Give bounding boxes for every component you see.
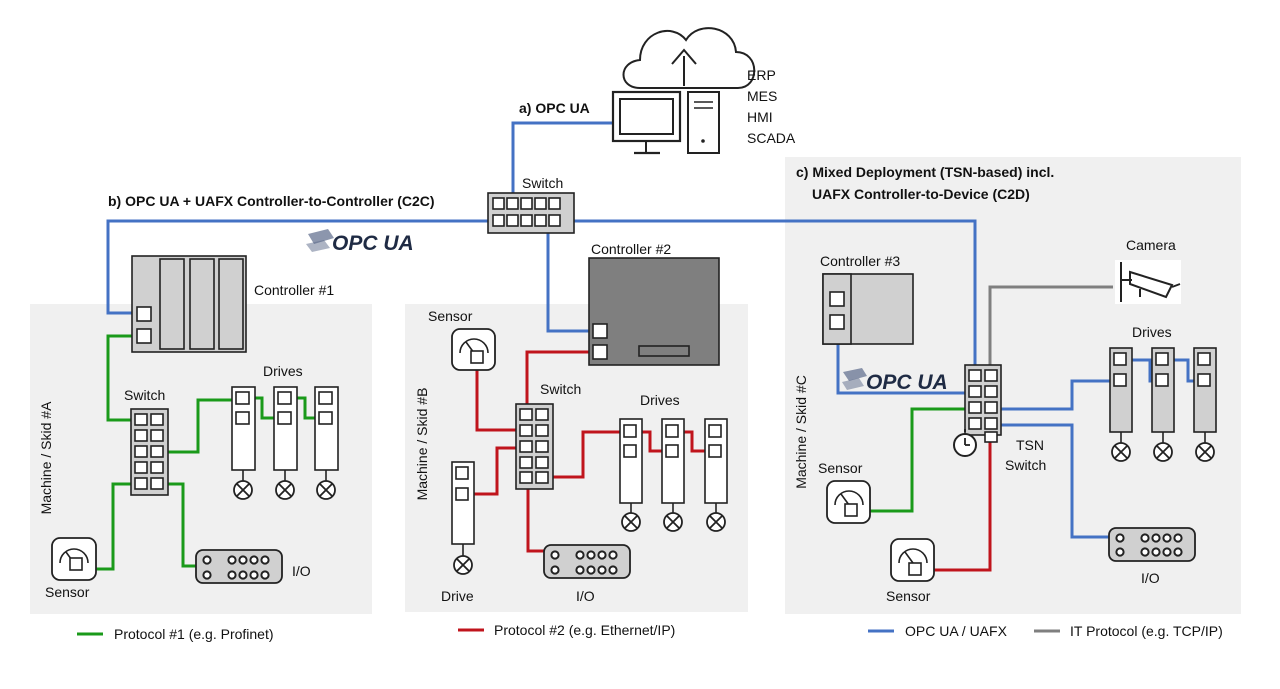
monitor-icon [611, 90, 682, 155]
controller-1-label: Controller #1 [254, 282, 334, 298]
controller-1 [131, 255, 247, 353]
switch-b-label: Switch [540, 381, 581, 397]
skid-c-label: Machine / Skid #C [793, 375, 809, 489]
sensor-gauge-icon-c2 [890, 538, 935, 582]
skid-a-label: Machine / Skid #A [38, 401, 54, 514]
sensor-gauge-icon-b [451, 328, 496, 371]
legend-it: IT Protocol (e.g. TCP/IP) [1070, 623, 1223, 639]
p1-link-io [165, 482, 197, 568]
io-a-label: I/O [292, 563, 311, 579]
tsn-switch-label-2: Switch [1005, 457, 1046, 473]
drives-b-label: Drives [640, 392, 680, 408]
camera-icon [1115, 260, 1181, 304]
opcua-logo-top: OPC UA [306, 229, 414, 255]
system-scada: SCADA [747, 130, 796, 146]
switch-b [515, 403, 554, 490]
skid-b-label: Machine / Skid #B [414, 388, 430, 501]
system-mes: MES [747, 88, 777, 104]
io-module-a [195, 549, 283, 584]
sensor-gauge-icon-a [51, 537, 97, 581]
p1-link-switch-drives [165, 398, 240, 454]
drive-b-single [451, 461, 475, 575]
p2-link-sensor [475, 356, 519, 432]
svg-text:OPC UA: OPC UA [866, 371, 948, 394]
sensor-gauge-icon-c1 [826, 480, 871, 524]
sensor-c2-label: Sensor [886, 588, 931, 604]
controller-3 [822, 273, 914, 345]
clock-icon [953, 429, 977, 457]
p2-link-drives [549, 430, 624, 479]
cloud-icon [622, 27, 756, 89]
p1-link-sensor-c [858, 407, 968, 513]
drive-a-1 [231, 386, 256, 500]
opcua-link-cloud [511, 121, 613, 196]
drive-a-3 [314, 386, 339, 500]
drive-b-3 [704, 418, 728, 532]
controller-2 [588, 257, 720, 366]
drive-b-label: Drive [441, 588, 474, 604]
drive-a-2 [273, 386, 298, 500]
p2-link-sensor-c [921, 439, 992, 572]
camera-label: Camera [1126, 237, 1176, 253]
label-c-subtitle: UAFX Controller-to-Device (C2D) [812, 186, 1030, 202]
p2-link-io [526, 480, 545, 553]
drive-c-2 [1151, 347, 1175, 462]
it-link-camera [988, 285, 1113, 368]
switch-a-label: Switch [124, 387, 165, 403]
io-module-c [1108, 527, 1196, 562]
p1-link-sensor [96, 482, 134, 571]
switch-a [130, 408, 169, 496]
opcua-link-controller1 [106, 219, 490, 315]
label-a-opcua: a) OPC UA [519, 100, 590, 116]
legend: Protocol #1 (e.g. Profinet) Protocol #2 … [77, 622, 1223, 642]
tsn-switch-label-1: TSN [1016, 437, 1044, 453]
opcua-link-tsn [572, 219, 977, 368]
sensor-c1-label: Sensor [818, 460, 863, 476]
io-b-label: I/O [576, 588, 595, 604]
svg-text:OPC UA: OPC UA [332, 232, 414, 255]
p1-link-controller-switch [106, 334, 137, 422]
io-module-b [543, 544, 631, 579]
drive-b-2 [661, 418, 685, 532]
opcua-link-controller2 [546, 232, 593, 333]
controller-2-label: Controller #2 [591, 241, 671, 257]
server-tower-icon [687, 91, 720, 154]
opcua-link-io [998, 423, 1115, 539]
top-switch [487, 192, 575, 234]
label-b-c2c: b) OPC UA + UAFX Controller-to-Controlle… [108, 193, 435, 209]
sensor-a-label: Sensor [45, 584, 90, 600]
system-erp: ERP [747, 67, 776, 83]
drive-c-3 [1193, 347, 1217, 462]
opcua-link-drives [998, 379, 1115, 411]
drives-c-label: Drives [1132, 324, 1172, 340]
sensor-b-label: Sensor [428, 308, 473, 324]
drives-a-label: Drives [263, 363, 303, 379]
legend-opcua: OPC UA / UAFX [905, 623, 1008, 639]
drive-c-1 [1109, 347, 1133, 462]
io-c-label: I/O [1141, 570, 1160, 586]
legend-protocol2: Protocol #2 (e.g. Ethernet/IP) [494, 622, 675, 638]
opcua-link-controller3 [836, 322, 968, 395]
system-hmi: HMI [747, 109, 773, 125]
drive-b-1 [619, 418, 643, 532]
tsn-switch [964, 364, 1002, 443]
legend-protocol1: Protocol #1 (e.g. Profinet) [114, 626, 274, 642]
label-c-title: c) Mixed Deployment (TSN-based) incl. [796, 164, 1054, 180]
top-switch-label: Switch [522, 175, 563, 191]
p2-link-drive [467, 446, 519, 496]
opcua-logo-skid-c: OPC UA [842, 368, 948, 394]
controller-3-label: Controller #3 [820, 253, 900, 269]
